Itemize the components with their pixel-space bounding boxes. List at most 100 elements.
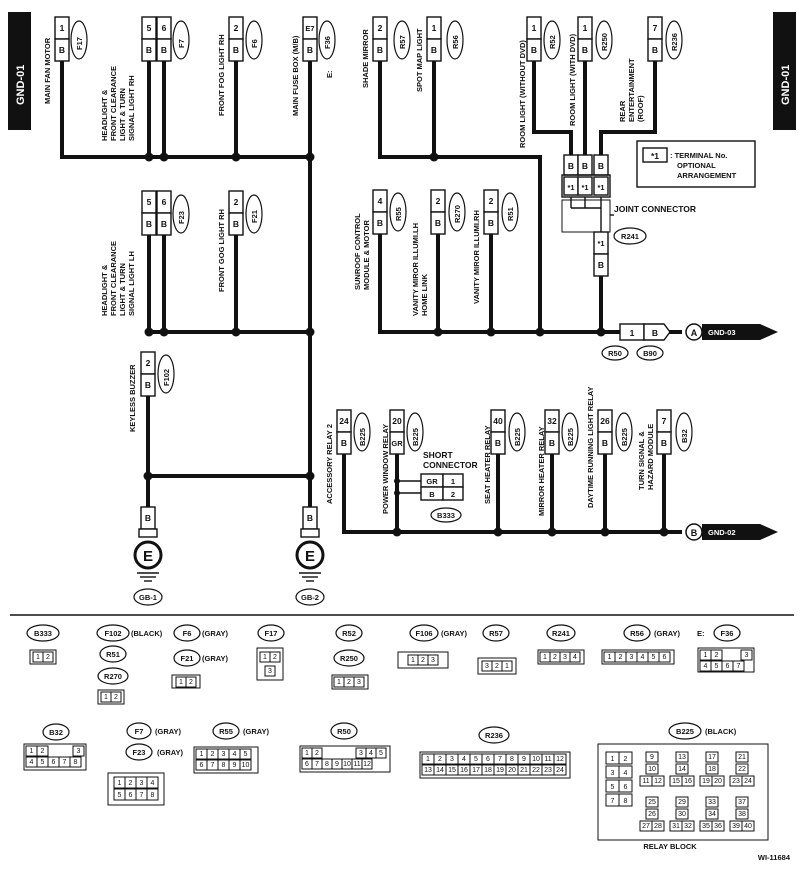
front-fog-rh-label: FRONT FOG LIGHT RH xyxy=(217,34,226,116)
seat-heater-relay-label: SEAT HEATER RELAY xyxy=(483,425,492,504)
f23-pin6: 6 xyxy=(162,197,167,207)
face-b225-c4-a-pin: 17 xyxy=(708,754,716,761)
r250-wire: B xyxy=(582,45,588,55)
face-r236-bot-pin: 23 xyxy=(544,767,552,774)
gb2-wire: B xyxy=(307,513,313,523)
face-r236-top-pin: 9 xyxy=(522,756,526,763)
side-tab-right: GND-01 xyxy=(773,12,796,130)
r55-pin: 4 xyxy=(378,196,383,206)
jc-pin-bottom: *1 xyxy=(597,239,604,248)
hdr-f17: F17 xyxy=(265,629,278,638)
hdr-r57: R57 xyxy=(489,629,503,638)
face-f36-bot-pin: 6 xyxy=(726,663,730,670)
hdr-r270: R270 xyxy=(104,672,122,681)
face-r50-top2-pin: 3 xyxy=(359,750,363,757)
gb2-label: GB-2 xyxy=(301,593,319,602)
face-b225-c2-a: 9 xyxy=(645,751,659,763)
vanity-rh-label: VANITY MIROR ILLUMI.RH xyxy=(472,210,481,304)
face-b32-top3: 3 xyxy=(72,745,85,757)
legend-text-2: OPTIONAL xyxy=(677,161,716,170)
face-b225-c1-c-pin: 5 xyxy=(611,784,615,791)
left-wiring xyxy=(60,58,312,532)
hdr-f102-color: (BLACK) xyxy=(131,629,163,638)
face-b225-c5-a-pin: 21 xyxy=(738,754,746,761)
f21-label: F21 xyxy=(250,210,259,223)
face-r236-top-pin: 4 xyxy=(462,756,466,763)
face-r236-bot-pin: 22 xyxy=(532,767,540,774)
face-r50-top-pin: 2 xyxy=(315,750,319,757)
face-r55-top-pin: 5 xyxy=(244,751,248,758)
face-f17-bot: 3 xyxy=(264,665,276,677)
face-r55-bot-pin: 9 xyxy=(233,762,237,769)
face-r241-pin: 2 xyxy=(553,654,557,661)
face-b225-c4-e-pin: 34 xyxy=(708,811,716,818)
f23-wire6: B xyxy=(161,219,167,229)
legend-text-3: ARRANGEMENT xyxy=(677,171,737,180)
face-f21-pin: 2 xyxy=(189,679,193,686)
connector-frame xyxy=(256,647,284,681)
face-b333-pin: 2 xyxy=(46,654,50,661)
ref-a-pin: 1 xyxy=(630,328,635,338)
face-b225-c3-d-pin: 29 xyxy=(678,799,686,806)
conn-f17-stub: 1 B F17 MAIN FAN MOTOR xyxy=(43,16,88,104)
b225-26-label: B225 xyxy=(620,428,629,446)
hdr-r55: R55 xyxy=(219,727,233,736)
face-r236-top-pin: 12 xyxy=(556,756,564,763)
b225-32-label: B225 xyxy=(566,428,575,446)
face-b225-c3-d: 29 xyxy=(675,796,689,808)
face-b225-c5-b-pin: 22 xyxy=(738,766,746,773)
face-b225-c3-a-pin: 13 xyxy=(678,754,686,761)
face-b225-c5-e: 38 xyxy=(735,808,749,820)
b225-32-pin: 32 xyxy=(547,416,557,426)
hdr-r236: R236 xyxy=(485,731,503,740)
face-r236-top-pin: 7 xyxy=(498,756,502,763)
face-f23-top-pin: 2 xyxy=(129,780,133,787)
face-b225-c2-e: 26 xyxy=(645,808,659,820)
hdr-f23: F23 xyxy=(133,748,146,757)
r270-label: R270 xyxy=(453,205,462,223)
connector-frame xyxy=(597,743,769,841)
f7-wire6: B xyxy=(161,45,167,55)
ref-a-letter: A xyxy=(691,328,698,338)
f21-pin: 2 xyxy=(234,197,239,207)
hl-rh-label-2: FRONT CLEARANCE xyxy=(109,66,118,141)
face-r236-bot-pin: 13 xyxy=(424,767,432,774)
face-b225-c3-b-pin: 14 xyxy=(678,766,686,773)
f36-label: F36 xyxy=(323,36,332,49)
b225-20-wire: GR xyxy=(391,439,403,448)
face-b225-c5-e-pin: 38 xyxy=(738,811,746,818)
connector-frame xyxy=(97,689,125,705)
face-r236-top-pin: 8 xyxy=(510,756,514,763)
hl-rh-label-4: SIGNAL LIGHT RH xyxy=(127,75,136,141)
b225-26-pin: 26 xyxy=(600,416,610,426)
face-r270-pin: 2 xyxy=(114,694,118,701)
r52-label: R52 xyxy=(548,35,557,49)
conn-f102-stub: 2 B F102 KEYLESS BUZZER xyxy=(128,351,175,432)
hl-rh-label-1: HEADLIGHT & xyxy=(100,89,109,141)
face-f36-bot-pin: 4 xyxy=(704,663,708,670)
face-r236-top-pin: 1 xyxy=(426,756,430,763)
rear-ent-label-3: (ROOF) xyxy=(636,95,645,122)
connector-frame xyxy=(107,772,165,806)
face-b225-c2-b: 10 xyxy=(645,763,659,775)
short-pin-2: 2 xyxy=(451,490,455,499)
rear-ent-label-2: ENTERTAINMENT xyxy=(627,58,636,122)
face-r50-bot-pin: 11 xyxy=(353,761,360,768)
face-b225-c3-e: 30 xyxy=(675,808,689,820)
face-r236-bot-pin: 17 xyxy=(472,767,480,774)
ref-b-letter: B xyxy=(691,528,698,538)
terminal-legend: *1 : TERMINAL No. OPTIONAL ARRANGEMENT xyxy=(636,140,756,188)
face-r50-bot-pin: 6 xyxy=(305,761,309,768)
face-f106-pin: 2 xyxy=(421,657,425,664)
f7-pin5: 5 xyxy=(147,23,152,33)
